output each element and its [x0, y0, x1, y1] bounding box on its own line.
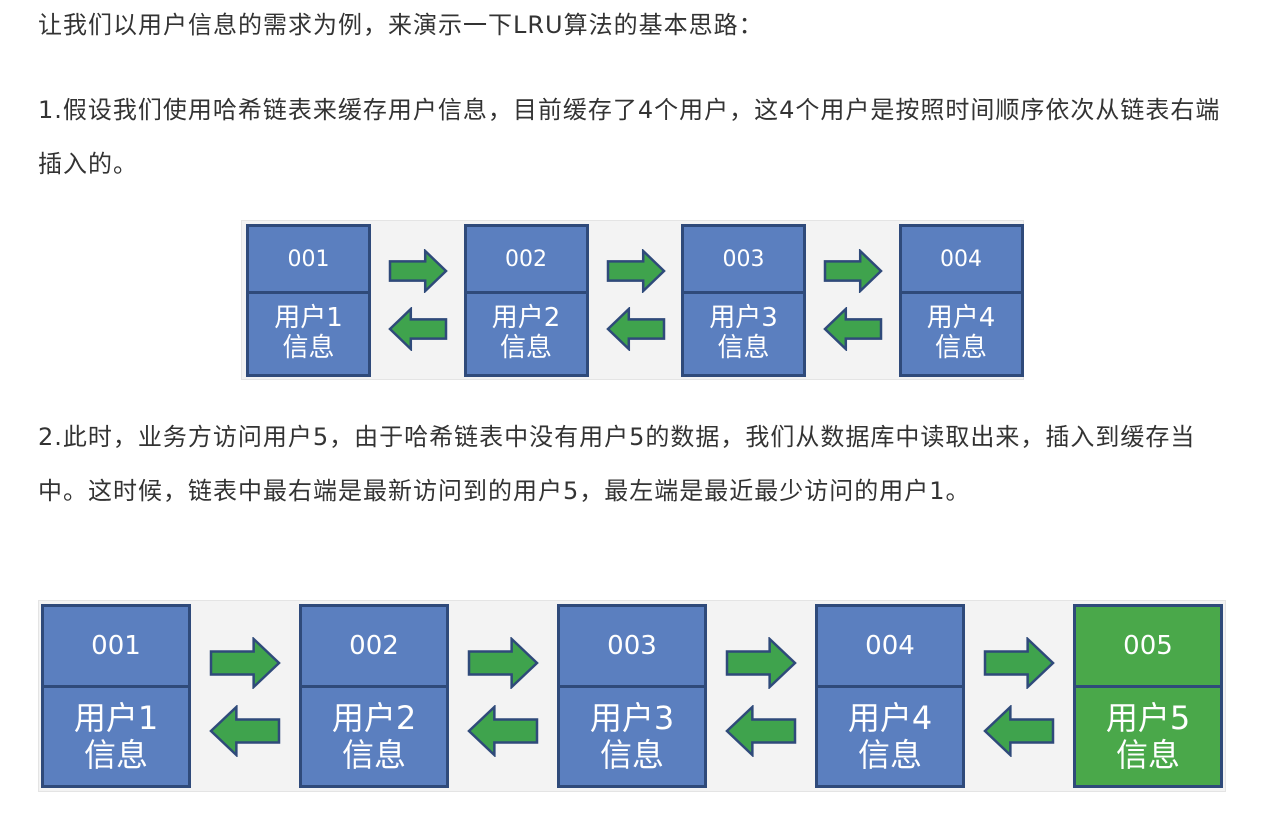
prev-pointer-arrow-icon	[983, 704, 1055, 761]
next-pointer-arrow-icon	[983, 636, 1055, 693]
node-key: 004	[901, 227, 1021, 294]
prev-pointer-arrow-icon	[209, 704, 281, 761]
next-pointer-arrow-icon	[388, 248, 448, 297]
next-pointer-arrow-icon	[209, 636, 281, 693]
next-pointer-arrow-icon	[467, 636, 539, 693]
node-key: 003	[684, 227, 803, 294]
prev-pointer-arrow-icon	[605, 306, 666, 355]
node-key: 001	[249, 227, 368, 294]
prev-pointer-arrow-icon	[725, 704, 797, 761]
prev-pointer-arrow-icon	[388, 306, 448, 355]
next-pointer-arrow-icon	[725, 636, 797, 693]
node-key: 002	[302, 607, 446, 688]
prev-pointer-arrow-icon	[823, 306, 883, 355]
node-key: 002	[466, 227, 586, 294]
next-pointer-arrow-icon	[823, 248, 883, 297]
step2-text: 2.此时，业务方访问用户5，由于哈希链表中没有用户5的数据，我们从数据库中读取出…	[38, 423, 1196, 505]
step1-text: 1.假设我们使用哈希链表来缓存用户信息，目前缓存了4个用户，这4个用户是按照时间…	[38, 96, 1221, 178]
node-key: 004	[818, 607, 962, 688]
node-key: 001	[44, 607, 188, 688]
next-pointer-arrow-icon	[606, 248, 666, 297]
node-key: 005	[1076, 607, 1220, 688]
intro-text: 让我们以用户信息的需求为例，来演示一下LRU算法的基本思路：	[38, 11, 764, 39]
node-key: 003	[560, 607, 704, 688]
prev-pointer-arrow-icon	[467, 704, 539, 761]
